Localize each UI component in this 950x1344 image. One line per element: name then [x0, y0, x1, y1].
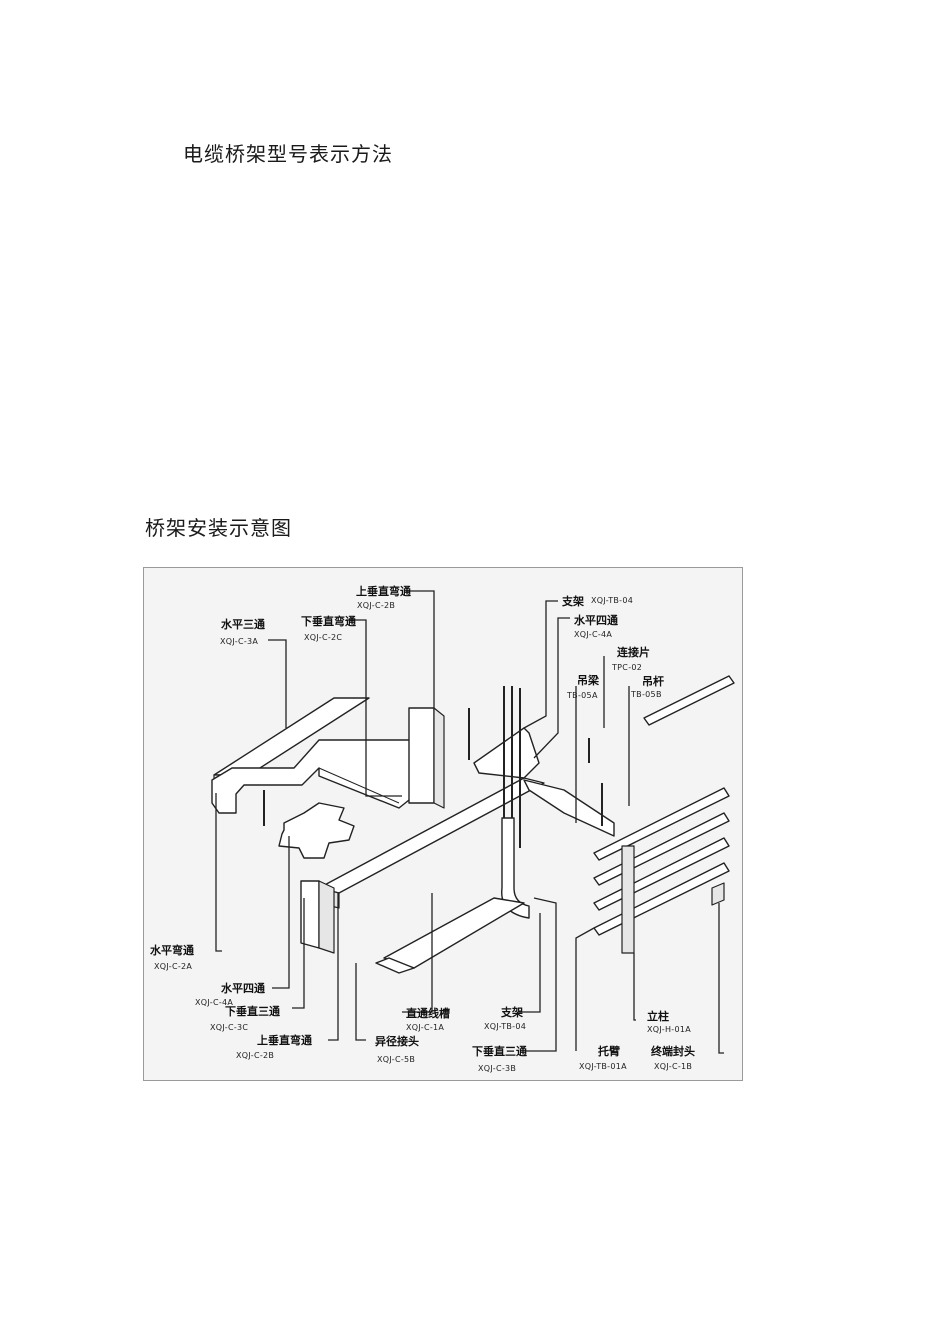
far-right-tray: [643, 675, 735, 726]
label-code-l1: XQJ-C-2B: [357, 601, 395, 610]
label-name-l15: 异径接头: [375, 1034, 419, 1048]
vertical-elbow-side: [433, 707, 445, 809]
label-name-l18: 托臂: [598, 1044, 620, 1058]
label-code-l15: XQJ-C-5B: [377, 1055, 415, 1064]
label-name-l16: 下垂直三通: [472, 1044, 527, 1058]
reducer: [375, 957, 415, 974]
vertical-tee-left-side: [318, 880, 335, 954]
label-code-l13: XQJ-C-1A: [406, 1023, 444, 1032]
label-name-l1: 上垂直弯通: [356, 584, 411, 598]
label-name-l4: 支架: [561, 594, 584, 608]
label-code-l9: XQJ-C-2A: [154, 962, 192, 971]
leader-lines: [215, 590, 724, 1054]
installation-diagram-heading: 桥架安装示意图: [145, 516, 292, 540]
label-name-l10: 水平四通: [221, 981, 265, 995]
right-branch-tray: [523, 779, 615, 837]
cross-fitting: [278, 802, 355, 859]
label-code-l8: TB-05B: [630, 690, 662, 699]
label-code-l12: XQJ-C-2B: [236, 1051, 274, 1060]
label-code-l5: XQJ-C-4A: [574, 630, 612, 639]
label-name-l12: 上垂直弯通: [257, 1033, 312, 1047]
label-name-l8: 吊杆: [642, 674, 664, 688]
label-name-l14: 支架: [500, 1005, 523, 1019]
label-code-l18: XQJ-TB-01A: [579, 1062, 627, 1071]
label-name-l9: 水平弯通: [150, 943, 194, 957]
end-cap: [711, 882, 725, 906]
label-code-l2: XQJ-C-3A: [220, 637, 258, 646]
vertical-elbow-up: [408, 707, 435, 804]
label-name-l5: 水平四通: [574, 613, 618, 627]
tray-loop: [211, 739, 415, 814]
stack-column: [621, 845, 635, 954]
tray-loop-lines: [244, 767, 400, 804]
lower-tray: [383, 897, 525, 969]
model-notation-heading: 电缆桥架型号表示方法: [183, 142, 393, 166]
label-code-l17: XQJ-H-01A: [647, 1025, 691, 1034]
label-code-l16: XQJ-C-3B: [478, 1064, 516, 1073]
label-code-l11: XQJ-C-3C: [210, 1023, 248, 1032]
diagram-canvas: 上垂直弯通 XQJ-C-2B 水平三通 XQJ-C-3A 下垂直弯通 XQJ-C…: [150, 584, 735, 1073]
label-name-l19: 终端封头: [651, 1044, 695, 1058]
label-code-l19: XQJ-C-1B: [654, 1062, 692, 1071]
label-code-l4: XQJ-TB-04: [591, 596, 633, 605]
label-name-l13: 直通线槽: [406, 1006, 450, 1020]
label-name-l3: 下垂直弯通: [301, 614, 356, 628]
label-code-l7: TB-05A: [566, 691, 598, 700]
label-code-l3: XQJ-C-2C: [304, 633, 342, 642]
label-name-l7: 吊梁: [577, 673, 600, 687]
label-code-l14: XQJ-TB-04: [484, 1022, 526, 1031]
tray-stack: [593, 787, 730, 954]
label-code-l6: TPC-02: [611, 663, 642, 672]
tray-drawing: [211, 675, 735, 974]
upper-right-tray: [473, 727, 540, 779]
label-name-l2: 水平三通: [221, 617, 265, 631]
callout-labels: 上垂直弯通 XQJ-C-2B 水平三通 XQJ-C-3A 下垂直弯通 XQJ-C…: [150, 584, 695, 1073]
label-name-l11: 下垂直三通: [225, 1004, 280, 1018]
label-name-l17: 立柱: [647, 1009, 669, 1023]
stack-tray-1: [593, 787, 730, 861]
label-code-l10: XQJ-C-4A: [195, 998, 233, 1007]
label-name-l6: 连接片: [617, 645, 650, 659]
cable-tray-installation-diagram: 上垂直弯通 XQJ-C-2B 水平三通 XQJ-C-3A 下垂直弯通 XQJ-C…: [143, 567, 743, 1081]
